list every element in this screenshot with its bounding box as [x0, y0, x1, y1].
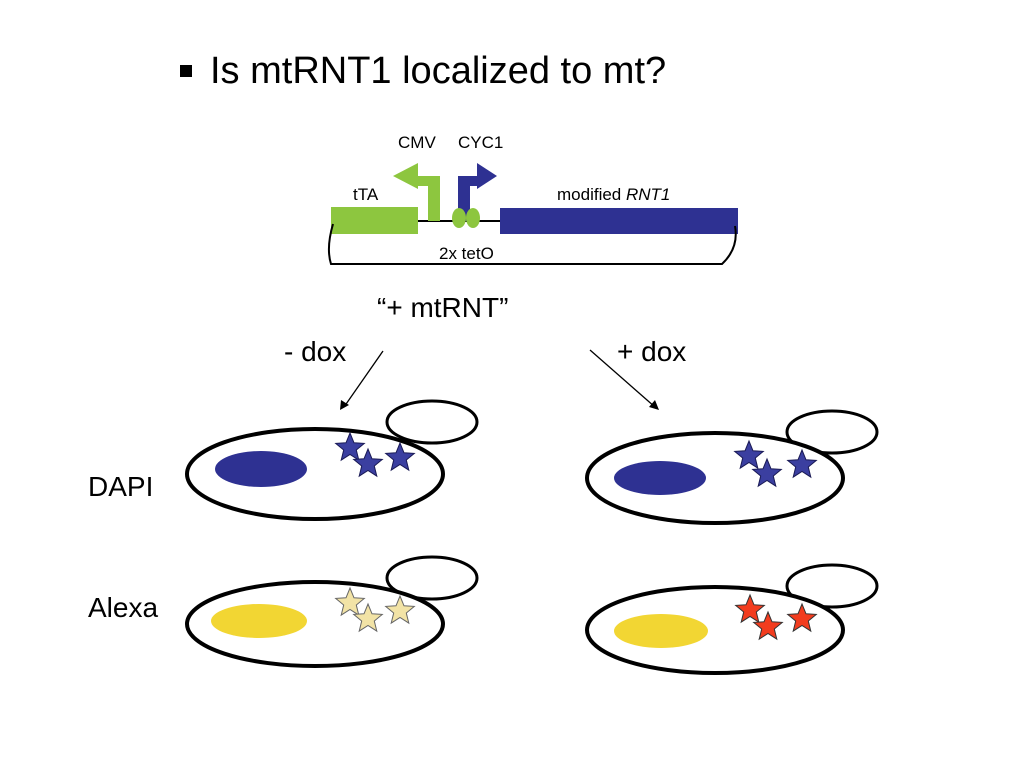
nucleus: [614, 461, 706, 495]
nucleus: [614, 614, 708, 648]
rnt1-box: [500, 208, 738, 234]
bud: [785, 409, 879, 455]
tta-box: [331, 207, 418, 234]
cmv-promoter-arrow: [393, 163, 440, 221]
cell-alexa-plus-dox: [585, 563, 879, 675]
strain-label: “+ mtRNT”: [377, 292, 509, 323]
plus-dox-label: + dox: [617, 336, 687, 367]
cyc1-promoter-arrow: [458, 163, 497, 221]
plus-dox-arrow: [589, 349, 656, 408]
mitochondria-star: [734, 593, 766, 624]
mitochondria-star: [334, 586, 366, 617]
rnt1-label: modified RNT1: [557, 185, 670, 204]
cell-alexa-minus-dox: [185, 555, 479, 668]
cell-dapi-plus-dox: [585, 409, 879, 525]
rnt1-label-gene: RNT1: [626, 185, 670, 204]
slide-title-row: Is mtRNT1 localized to mt?: [180, 46, 666, 96]
nucleus: [211, 604, 307, 638]
minus-dox-label: - dox: [284, 336, 347, 367]
mitochondria-star: [752, 610, 784, 641]
cmv-label: CMV: [398, 133, 436, 152]
mitochondria-star: [786, 602, 818, 633]
mitochondria-star: [352, 447, 384, 478]
mitochondria-star: [384, 441, 416, 472]
plus-dox-arrowhead: [649, 400, 659, 410]
teto-operator-1: [452, 208, 466, 228]
bullet-icon: [180, 65, 192, 77]
minus-dox-arrow: [343, 350, 384, 408]
mitochondria-star: [786, 448, 818, 479]
tta-label: tTA: [353, 185, 379, 204]
cell-dapi-minus-dox: [185, 399, 479, 521]
teto-label: 2x tetO: [439, 244, 494, 263]
row-label-dapi: DAPI: [88, 471, 154, 502]
nucleus: [215, 451, 307, 487]
bud: [785, 563, 879, 609]
construct-bracket: [327, 223, 737, 265]
cyc1-label: CYC1: [458, 133, 503, 152]
rnt1-label-prefix: modified: [557, 185, 626, 204]
bud: [385, 399, 479, 445]
mitochondria-star: [733, 439, 765, 470]
mother-cell: [585, 431, 845, 525]
bud: [385, 555, 479, 601]
slide-title: Is mtRNT1 localized to mt?: [210, 50, 667, 92]
mitochondria-star: [384, 594, 416, 625]
mitochondria-star: [352, 602, 384, 633]
mother-cell: [185, 580, 445, 668]
row-label-alexa: Alexa: [88, 592, 159, 623]
mitochondria-star: [751, 457, 783, 488]
teto-operator-2: [466, 208, 480, 228]
minus-dox-arrowhead: [340, 400, 349, 410]
mother-cell: [585, 585, 845, 675]
mitochondria-star: [334, 431, 366, 462]
